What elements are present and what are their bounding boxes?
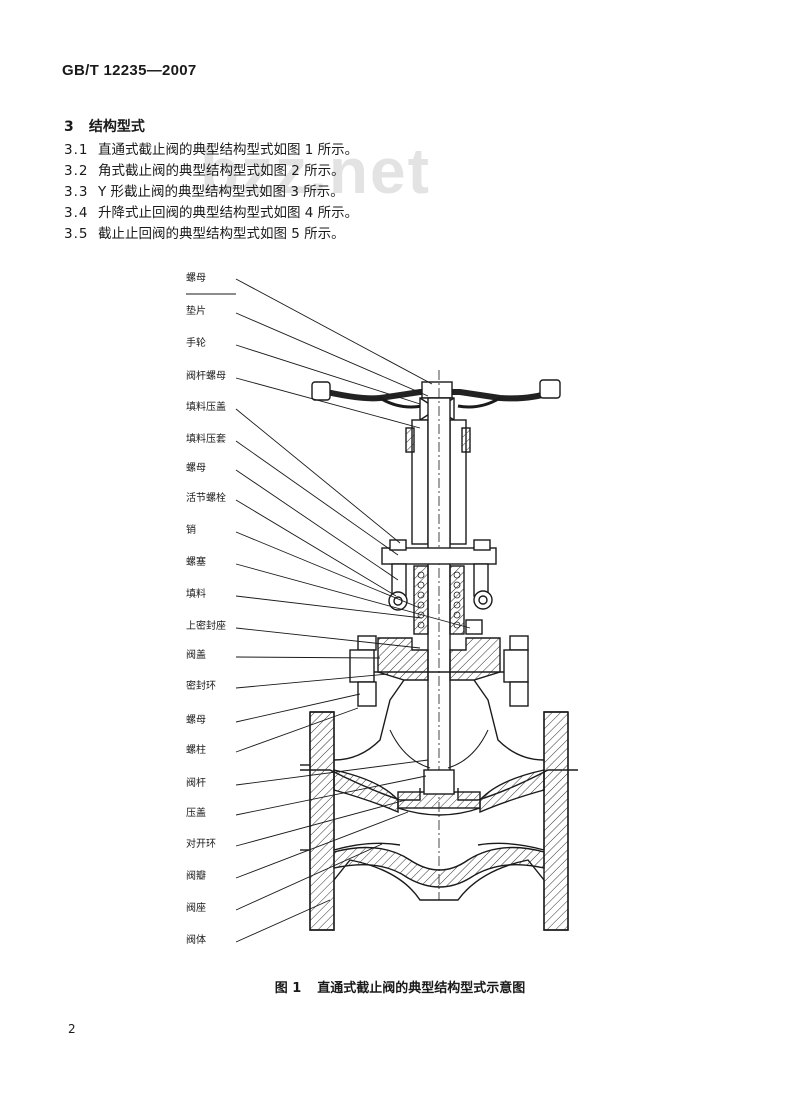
part-label: 密封环 bbox=[186, 681, 216, 692]
leader-lines bbox=[186, 278, 471, 943]
page-number: 2 bbox=[68, 1022, 76, 1036]
watermark: bzz.net bbox=[200, 135, 431, 207]
clause-text: 截止止回阀的典型结构型式如图 5 所示。 bbox=[98, 226, 345, 242]
part-label: 螺塞 bbox=[186, 557, 206, 568]
bonnet bbox=[377, 637, 429, 681]
part-label: 螺母 bbox=[186, 715, 206, 726]
clause: 3.3 Y 形截止阀的典型结构型式如图 3 所示。 bbox=[64, 182, 358, 203]
part-label: 压盖 bbox=[186, 808, 206, 819]
part-label: 阀体 bbox=[186, 935, 206, 946]
part-label: 阀杆螺母 bbox=[186, 371, 226, 382]
packing-right bbox=[449, 565, 465, 635]
section-heading: 3 结构型式 bbox=[64, 116, 145, 136]
clause-number: 3.5 bbox=[64, 226, 89, 242]
part-label: 填料 bbox=[186, 589, 206, 600]
clause-text: Y 形截止阀的典型结构型式如图 3 所示。 bbox=[98, 184, 344, 200]
figure-caption: 图 1 直通式截止阀的典型结构型式示意图 bbox=[0, 977, 800, 996]
part-label: 手轮 bbox=[186, 338, 206, 349]
section-number: 3 bbox=[64, 119, 74, 135]
clause: 3.4 升降式止回阀的典型结构型式如图 4 所示。 bbox=[64, 203, 358, 224]
part-label: 填料压套 bbox=[186, 434, 226, 445]
clause-text: 直通式截止阀的典型结构型式如图 1 所示。 bbox=[98, 142, 359, 158]
part-label: 活节螺栓 bbox=[186, 493, 226, 504]
clause-text: 角式截止阀的典型结构型式如图 2 所示。 bbox=[98, 163, 345, 179]
standard-number: GB/T 12235—2007 bbox=[62, 62, 197, 79]
clause-list: 3.1 直通式截止阀的典型结构型式如图 1 所示。 3.2 角式截止阀的典型结构型式… bbox=[64, 140, 358, 245]
figure-caption-text: 直通式截止阀的典型结构型式示意图 bbox=[317, 981, 526, 996]
clause-number: 3.4 bbox=[64, 205, 89, 221]
part-label: 螺柱 bbox=[186, 745, 206, 756]
part-label: 上密封座 bbox=[186, 621, 226, 632]
clause-number: 3.1 bbox=[64, 142, 89, 158]
part-label: 对开环 bbox=[186, 839, 216, 850]
packing-left bbox=[413, 565, 429, 635]
clause: 3.1 直通式截止阀的典型结构型式如图 1 所示。 bbox=[64, 140, 358, 161]
part-label: 阀杆 bbox=[186, 778, 206, 789]
gland-flange bbox=[381, 547, 497, 565]
clause: 3.5 截止止回阀的典型结构型式如图 5 所示。 bbox=[64, 224, 358, 245]
part-label: 螺母 bbox=[186, 273, 206, 284]
section-title: 结构型式 bbox=[88, 119, 145, 135]
part-label: 阀座 bbox=[186, 903, 206, 914]
clause-text: 升降式止回阀的典型结构型式如图 4 所示。 bbox=[98, 205, 359, 221]
clause-number: 3.3 bbox=[64, 184, 89, 200]
clause: 3.2 角式截止阀的典型结构型式如图 2 所示。 bbox=[64, 161, 358, 182]
clause-number: 3.2 bbox=[64, 163, 89, 179]
part-label: 垫片 bbox=[186, 306, 206, 317]
figure-number: 图 1 bbox=[274, 981, 302, 996]
part-label: 销 bbox=[186, 525, 196, 536]
part-label: 阀瓣 bbox=[186, 871, 206, 882]
part-label: 螺母 bbox=[186, 463, 206, 474]
part-label: 填料压盖 bbox=[186, 402, 226, 413]
part-label: 阀盖 bbox=[186, 650, 206, 661]
